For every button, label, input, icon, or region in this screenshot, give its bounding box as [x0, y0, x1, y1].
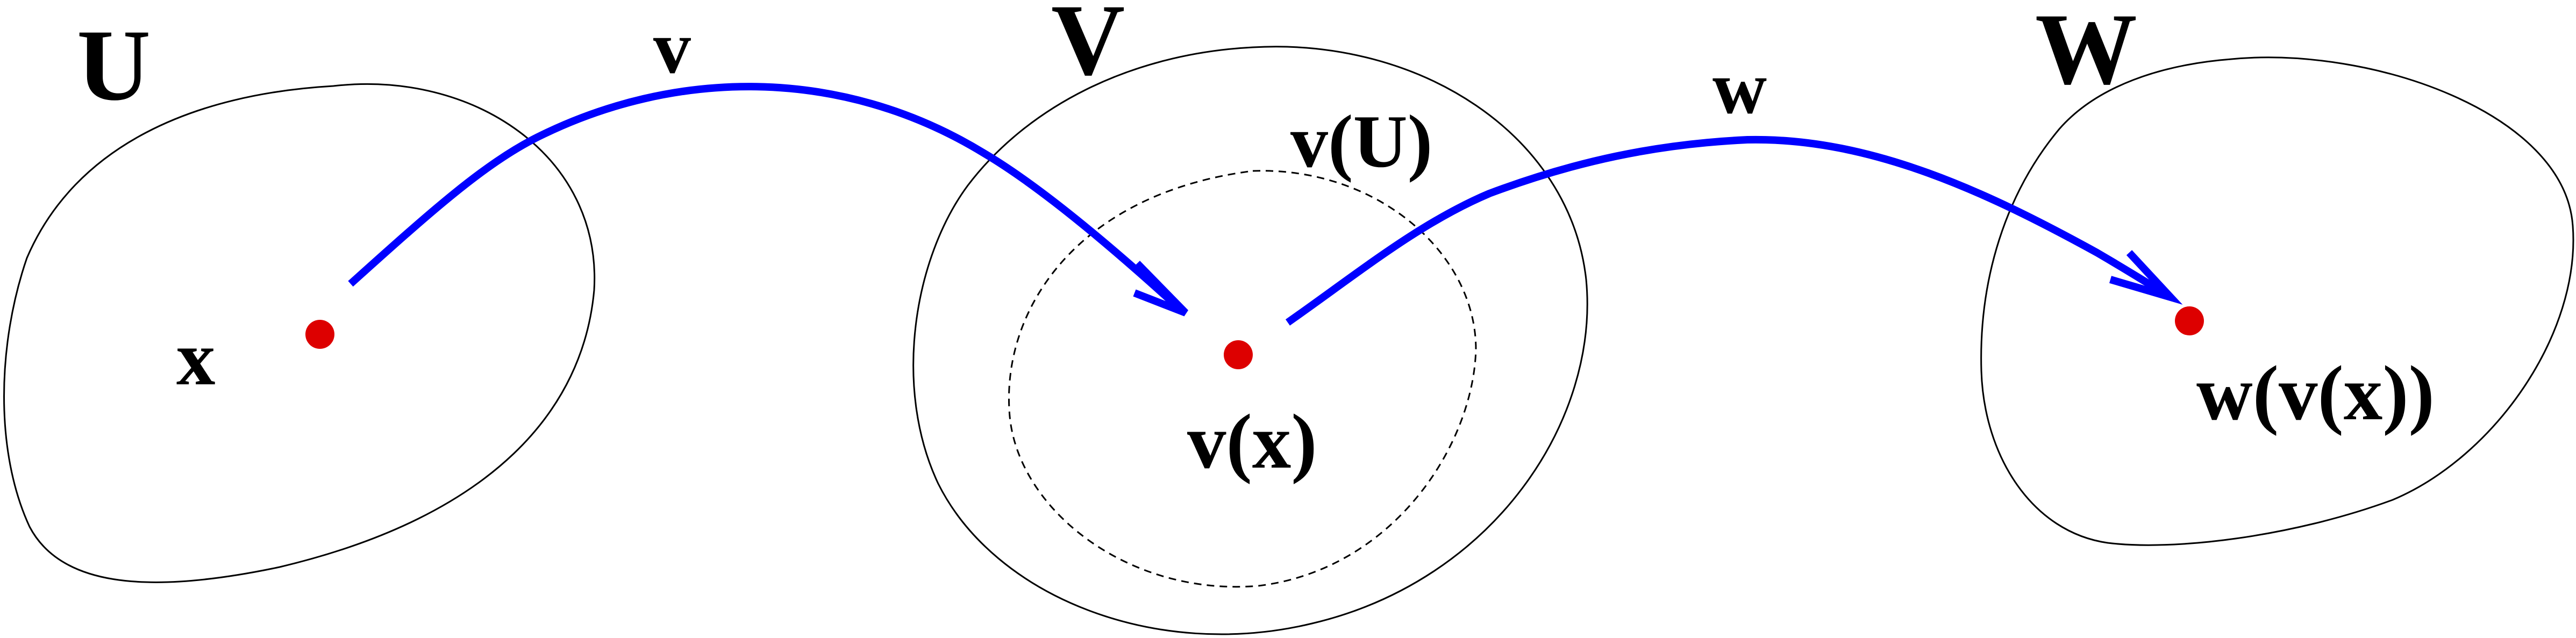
image-v-of-u-label: v(U)	[1290, 100, 1432, 183]
set-u-outline	[3, 83, 596, 583]
point-v-of-x-dot	[1224, 340, 1253, 369]
point-w-of-v-of-x-label: w(v(x))	[2196, 350, 2435, 436]
point-x-label: x	[176, 316, 216, 402]
set-v-outline	[912, 46, 1588, 635]
point-w-of-v-of-x-dot	[2175, 306, 2204, 335]
set-w-label: W	[2035, 0, 2137, 106]
map-v-arrowhead-icon	[1133, 261, 1189, 317]
set-u-label: U	[77, 9, 151, 122]
map-w-label: w	[1712, 46, 1767, 130]
map-v-arrow	[348, 83, 1186, 315]
set-w-outline	[1980, 56, 2574, 546]
point-x-dot	[305, 320, 334, 349]
image-v-of-u-outline	[1008, 170, 1477, 588]
set-v-label: V	[1051, 0, 1125, 97]
map-w-arrow	[1285, 135, 2172, 326]
map-w-arrowhead-icon	[2109, 250, 2183, 305]
point-v-of-x-label: v(x)	[1187, 399, 1317, 485]
map-v-label: v	[653, 6, 691, 89]
